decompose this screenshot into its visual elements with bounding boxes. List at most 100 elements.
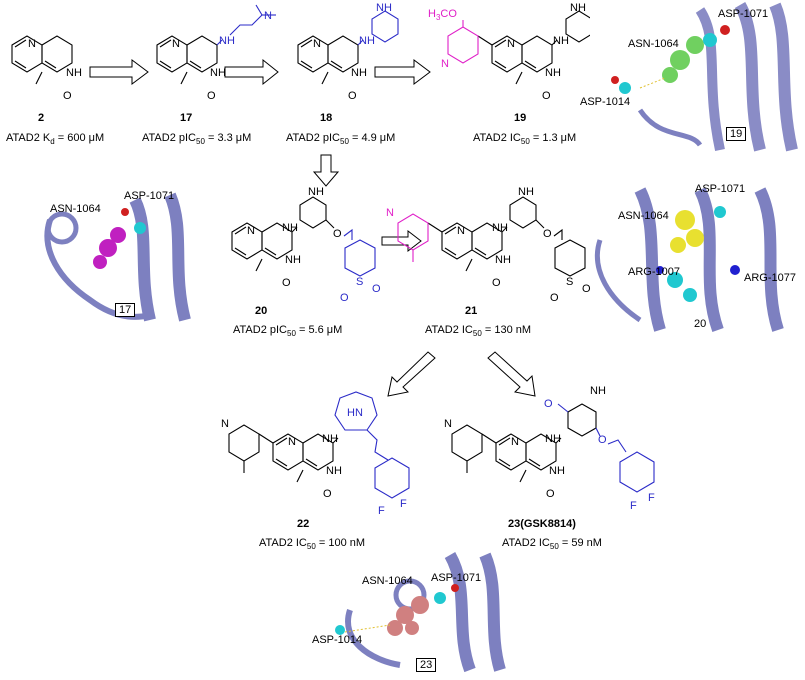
atom-nh-pip-19: NH <box>570 2 586 14</box>
structure-tag-19: 19 <box>726 127 747 141</box>
atom-o-2: O <box>63 90 72 102</box>
arrow-21-to-23 <box>487 351 536 397</box>
residue-label: ASP-1071 <box>695 183 746 195</box>
residue-label: ASP-1071 <box>124 190 175 202</box>
arrow-17-to-18 <box>224 58 279 86</box>
residue-label: ASP-1071 <box>431 572 482 584</box>
activity-18: ATAD2 pIC50 = 4.9 μM <box>286 132 396 147</box>
atom-nh-23: NH <box>549 465 565 477</box>
atom-n-2: N <box>28 38 36 50</box>
arrow-18-to-19 <box>374 59 431 85</box>
atom-o-sulfone2-21: O <box>550 292 559 304</box>
atom-o-ether-23: O <box>598 434 607 446</box>
atom-o-21: O <box>492 277 501 289</box>
atom-o-methoxy-23: O <box>544 398 553 410</box>
activity-22: ATAD2 IC50 = 100 nM <box>259 537 366 552</box>
atom-n-pyr-19: N <box>441 58 449 70</box>
atom-o-17: O <box>207 90 216 102</box>
residue-label: ASN-1064 <box>628 38 679 50</box>
atom-f2-23: F <box>648 492 655 504</box>
compound-number-22: 22 <box>297 518 310 530</box>
atom-nh-pip-21: NH <box>518 186 534 198</box>
atom-nh-21: NH <box>495 254 511 266</box>
compound-2-structure <box>11 35 73 85</box>
compound-number-19: 19 <box>514 112 527 124</box>
activity-20: ATAD2 pIC50 = 5.6 μM <box>233 324 343 339</box>
compound-number-2: 2 <box>38 112 45 124</box>
atom-o-sulfone-21: O <box>582 283 591 295</box>
atom-f1-23: F <box>630 500 637 512</box>
atom-f1-22: F <box>378 505 385 517</box>
compound-19-structure <box>447 10 593 85</box>
structure-tag-20: 20 <box>694 318 707 330</box>
atom-o-22: O <box>323 488 332 500</box>
residue-label: ARG-1077 <box>744 272 796 284</box>
residue-label: ASP-1071 <box>718 8 769 20</box>
atom-o-20: O <box>282 277 291 289</box>
atom-nh-19: NH <box>545 67 561 79</box>
compound-17-structure <box>156 4 276 85</box>
compound-number-18: 18 <box>320 112 333 124</box>
atom-nh-linker-22: NH <box>322 433 338 445</box>
residue-label: ASN-1064 <box>50 203 101 215</box>
atom-nh-pip-20: NH <box>308 186 324 198</box>
atom-nh-17: NH <box>210 67 226 79</box>
activity-2: ATAD2 Kd = 600 μM <box>6 132 105 147</box>
compound-number-17: 17 <box>180 112 193 124</box>
crystal-structure-19 <box>590 2 805 152</box>
activity-17: ATAD2 pIC50 = 3.3 μM <box>142 132 252 147</box>
residue-label: ASP-1014 <box>580 96 631 108</box>
atom-nh-linker-23: NH <box>545 433 561 445</box>
compound-21-structure <box>397 196 586 277</box>
atom-n-pyr-22: N <box>221 418 229 430</box>
compound-22-structure <box>228 391 410 499</box>
atom-nh-linker-20: NH <box>282 222 298 234</box>
atom-s-20: S <box>356 276 364 288</box>
compound-23-structure <box>451 403 655 493</box>
compound-number-21: 21 <box>465 305 478 317</box>
residue-label: ASN-1064 <box>362 575 413 587</box>
atom-n-19: N <box>507 38 515 50</box>
atom-o-18: O <box>348 90 357 102</box>
atom-n-pyr-21: N <box>386 207 394 219</box>
atom-o-19: O <box>542 90 551 102</box>
arrow-20-to-21 <box>381 229 422 253</box>
atom-nh-pip-18: NH <box>376 2 392 14</box>
compound-20-structure <box>231 196 376 277</box>
structure-tag-17: 17 <box>115 303 136 317</box>
atom-n-23: N <box>511 436 519 448</box>
atom-nh-pip-23: NH <box>590 385 606 397</box>
crystal-structure-20 <box>594 187 784 333</box>
atom-n-dimethyl-17: N <box>264 10 272 22</box>
atom-o-ether-21: O <box>543 228 552 240</box>
atom-n-pyr-23: N <box>444 418 452 430</box>
atom-nh-2: NH <box>66 67 82 79</box>
residue-label: ASP-1014 <box>312 634 363 646</box>
atom-n-21: N <box>457 225 465 237</box>
activity-19: ATAD2 IC50 = 1.3 μM <box>473 132 577 147</box>
atom-n-22: N <box>288 436 296 448</box>
activity-21: ATAD2 IC50 = 130 nM <box>425 324 532 339</box>
atom-nh-linker-19: NH <box>553 35 569 47</box>
atom-nh-18: NH <box>351 67 367 79</box>
atom-hn-azepane-22: HN <box>347 407 363 419</box>
structure-tag-23: 23 <box>416 658 437 672</box>
atom-nh-linker-21: NH <box>492 222 508 234</box>
atom-o-sulfone-20: O <box>372 283 381 295</box>
compound-18-structure <box>297 10 399 85</box>
atom-nh-22: NH <box>326 465 342 477</box>
compound-number-20: 20 <box>255 305 268 317</box>
atom-n-17: N <box>172 38 180 50</box>
arrow-18-to-20 <box>312 154 340 187</box>
atom-o-ether-20: O <box>333 228 342 240</box>
atom-n-18: N <box>313 38 321 50</box>
atom-nh-linker-18: NH <box>359 35 375 47</box>
atom-nh-linker-17: NH <box>219 35 235 47</box>
atom-o-sulfone2-20: O <box>340 292 349 304</box>
atom-o-23: O <box>546 488 555 500</box>
residue-label: ARG-1007 <box>628 266 680 278</box>
arrow-21-to-22 <box>387 351 436 397</box>
arrow-2-to-17 <box>89 59 149 85</box>
atom-n-20: N <box>247 225 255 237</box>
